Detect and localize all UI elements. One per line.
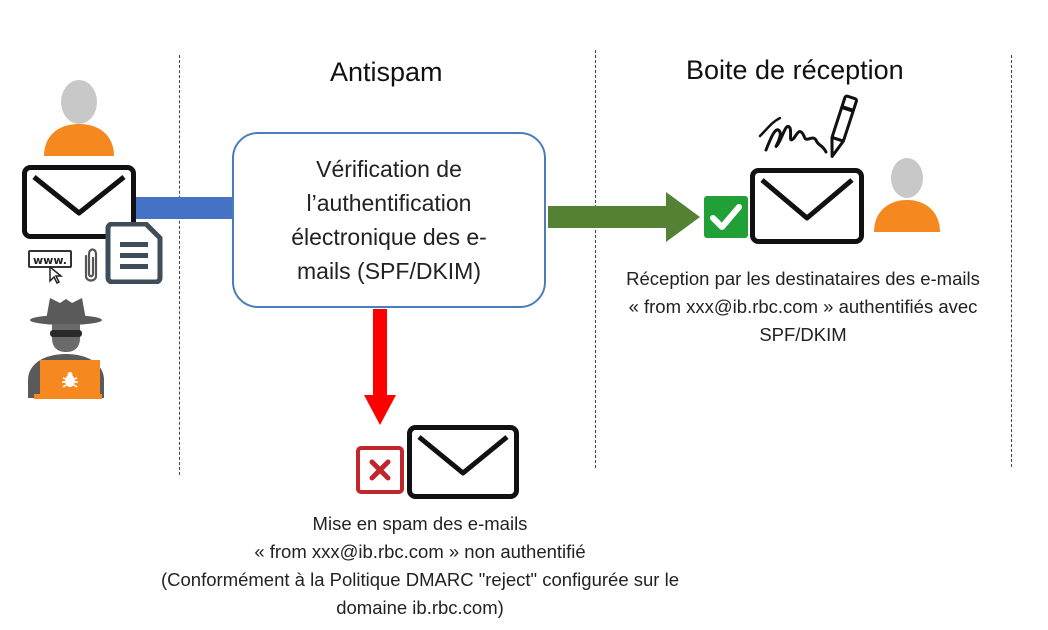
rejected-caption: Mise en spam des e-mails « from xxx@ib.r…	[110, 510, 730, 622]
received-envelope-icon	[750, 168, 864, 244]
accepted-caption-line-1: Réception par les destinataires des e-ma…	[626, 268, 980, 289]
divider-left	[179, 55, 180, 475]
accept-arrow	[548, 192, 700, 242]
divider-middle	[595, 50, 596, 468]
hacker-icon	[28, 298, 104, 399]
accepted-caption-line-3: SPF/DKIM	[759, 324, 847, 345]
paperclip-icon	[84, 248, 98, 282]
www-pointer-icon: www.	[28, 250, 78, 284]
rejected-envelope-icon	[407, 425, 519, 499]
www-label: www.	[33, 254, 67, 267]
accepted-caption: Réception par les destinataires des e-ma…	[596, 265, 1010, 349]
blue-connector	[136, 197, 234, 219]
reject-arrow	[364, 309, 396, 425]
divider-right	[1011, 55, 1012, 467]
antispam-heading: Antispam	[330, 57, 443, 87]
rejected-caption-line-2: « from xxx@ib.rbc.com » non authentifié	[254, 541, 586, 562]
sender-envelope-icon	[22, 165, 136, 239]
bug-icon	[62, 372, 78, 388]
accepted-caption-line-2: « from xxx@ib.rbc.com » authentifiés ave…	[628, 296, 978, 317]
sender-user-icon	[44, 80, 114, 156]
rejected-caption-line-4: domaine ib.rbc.com)	[336, 597, 504, 618]
reject-x-icon	[356, 446, 404, 494]
recipient-user-icon	[874, 158, 940, 232]
rejected-caption-line-1: Mise en spam des e-mails	[312, 513, 528, 534]
document-icon	[105, 222, 163, 284]
verification-box: Vérification de l’authentification élect…	[232, 132, 546, 308]
rejected-caption-line-3: (Conformément à la Politique DMARC "reje…	[161, 569, 679, 590]
verification-line-4: mails (SPF/DKIM)	[297, 258, 481, 284]
signature-pen-icon	[758, 94, 858, 158]
verification-line-1: Vérification de	[316, 156, 462, 182]
checkmark-icon	[704, 196, 748, 238]
verification-line-3: électronique des e-	[291, 224, 487, 250]
verification-line-2: l’authentification	[306, 190, 472, 216]
inbox-heading: Boite de réception	[686, 55, 904, 85]
